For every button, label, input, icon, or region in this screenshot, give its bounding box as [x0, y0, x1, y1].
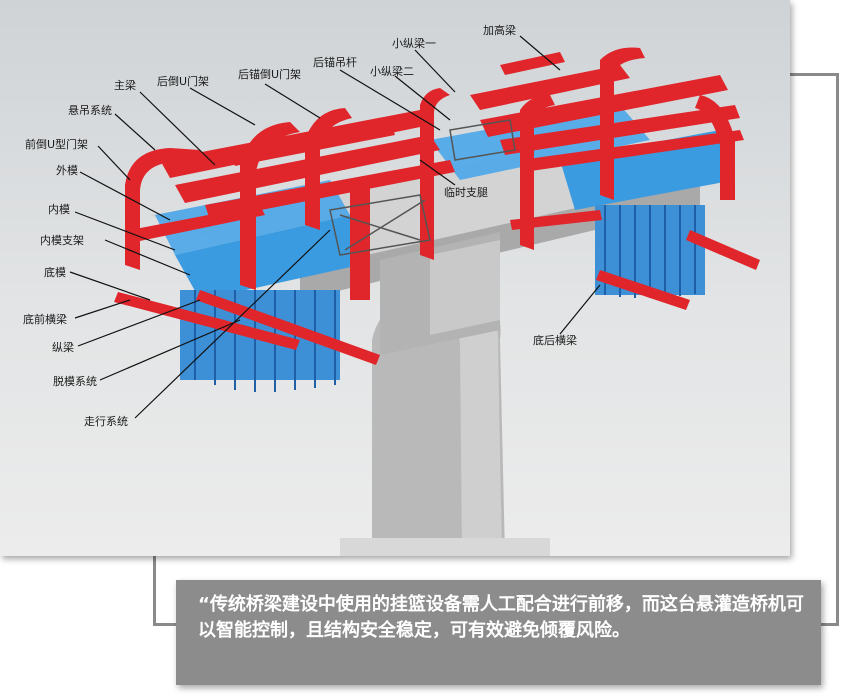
engineering-render: 主梁 后倒U门架 后锚倒U门架 后锚吊杆 小纵梁一 小纵梁二 加高梁 悬吊系统 …	[0, 0, 790, 556]
label-suspension-system: 悬吊系统	[68, 104, 112, 117]
label-demolding-system: 脱模系统	[53, 374, 97, 388]
left-steel-frame	[114, 108, 455, 365]
pier	[340, 292, 550, 556]
label-bottom-rear-cross-beam: 底后横梁	[533, 333, 577, 347]
label-inner-formwork-support: 内模支架	[40, 233, 84, 247]
label-bottom-formwork: 底模	[44, 265, 66, 279]
label-travel-system: 走行系统	[84, 415, 128, 428]
leader-lines	[69, 35, 601, 419]
label-bottom-front-cross-beam: 底前横梁	[23, 312, 67, 326]
label-rear-anchor-hanger: 后锚吊杆	[313, 55, 357, 69]
label-rear-anchor-inverted-u-frame: 后锚倒U门架	[238, 67, 301, 81]
label-heightening-beam: 加高梁	[483, 23, 516, 37]
caption-text: “传统桥梁建设中使用的挂篮设备需人工配合进行前移，而这台悬灌造桥机可以智能控制，…	[198, 594, 804, 641]
label-longitudinal-beam: 纵梁	[52, 340, 74, 354]
bridge-machine-diagram: 主梁 后倒U门架 后锚倒U门架 后锚吊杆 小纵梁一 小纵梁二 加高梁 悬吊系统 …	[23, 23, 760, 556]
caption-box: “传统桥梁建设中使用的挂篮设备需人工配合进行前移，而这台悬灌造桥机可以智能控制，…	[176, 580, 821, 685]
label-temporary-support-leg: 临时支腿	[444, 185, 488, 199]
label-rear-inverted-u-frame: 后倒U门架	[157, 74, 209, 88]
truss-details	[329, 119, 516, 256]
label-small-longitudinal-beam-1: 小纵梁一	[392, 36, 436, 50]
label-front-inverted-u-frame: 前倒U型门架	[25, 137, 88, 151]
right-steel-frame	[420, 47, 760, 310]
label-inner-formwork: 内模	[48, 202, 70, 216]
label-small-longitudinal-beam-2: 小纵梁二	[370, 64, 414, 78]
callout-labels: 主梁 后倒U门架 后锚倒U门架 后锚吊杆 小纵梁一 小纵梁二 加高梁 悬吊系统 …	[23, 23, 577, 428]
label-main-beam: 主梁	[114, 78, 136, 92]
label-outer-formwork: 外模	[56, 164, 78, 177]
